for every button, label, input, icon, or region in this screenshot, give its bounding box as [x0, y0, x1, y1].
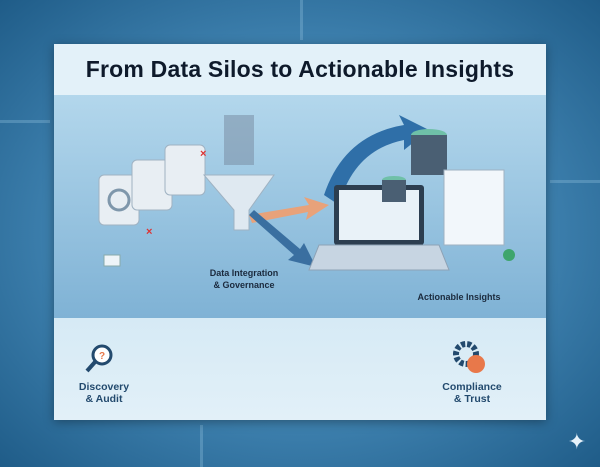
database-stack — [382, 129, 447, 202]
dashboard-screen — [443, 169, 505, 246]
compliance-label: Compliance& Trust — [442, 381, 502, 405]
svg-text:?: ? — [99, 351, 105, 362]
check-icon — [503, 249, 515, 261]
data-silo-icons: × × — [98, 144, 206, 267]
page-title: From Data Silos to Actionable Insights — [54, 44, 546, 95]
integration-label: Data Integration & Governance — [209, 268, 279, 290]
footer-panel: ? Discovery& Audit Compliance& Trust — [54, 318, 546, 420]
growth-arrow — [324, 115, 429, 205]
funnel — [202, 115, 275, 231]
circuit-trace — [200, 425, 203, 467]
gear-shield-icon — [453, 341, 485, 373]
circuit-trace — [550, 180, 600, 183]
discovery-label: Discovery& Audit — [78, 381, 130, 405]
data-flow-illustration: × × — [98, 115, 515, 271]
infographic-card: From Data Silos to Actionable Insights ×… — [54, 44, 546, 420]
circuit-trace — [300, 0, 303, 40]
magnifier-question-icon: ? — [85, 344, 113, 373]
illustration-panel: × × — [54, 95, 546, 318]
sparkle-icon: ✦ — [567, 429, 586, 454]
orange-arrow — [249, 197, 329, 223]
blue-arrow — [249, 210, 316, 267]
svg-text:×: × — [200, 148, 206, 160]
circuit-trace — [0, 120, 50, 123]
insights-label: Actionable Insights — [417, 292, 501, 302]
svg-text:×: × — [146, 226, 152, 238]
